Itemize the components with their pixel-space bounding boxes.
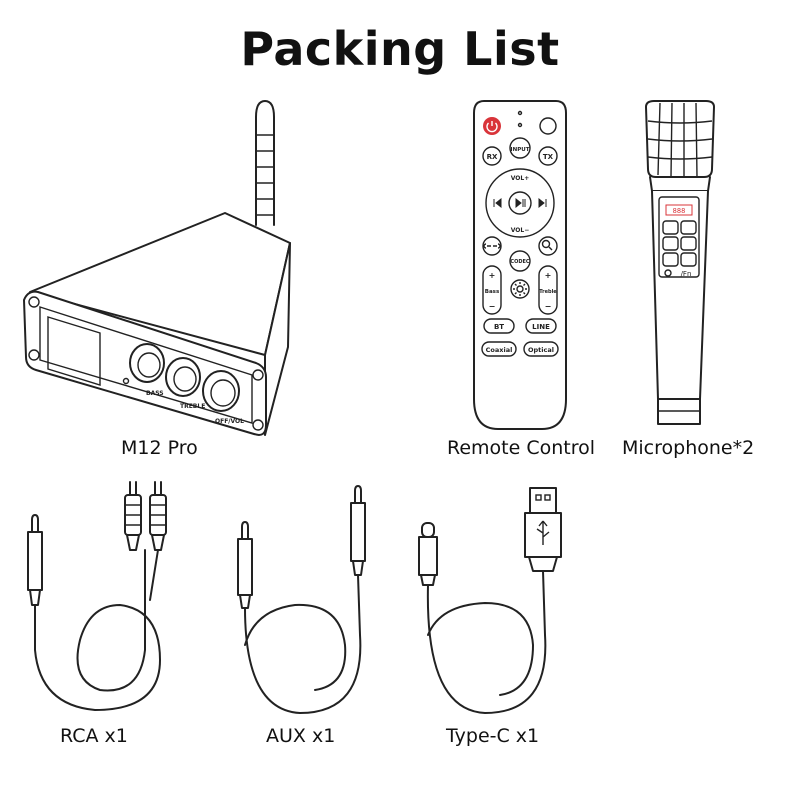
coaxial-button-label: Coaxial [486,346,513,354]
fn-button-label: /Fn [681,270,692,278]
bass-label: Bass [485,289,500,295]
treble-minus-label: − [545,302,552,311]
caption-type-c: Type-C x1 [446,725,540,747]
knob-label-vol: OFF/VOL [215,418,244,425]
vol-up-label: VOL+ [511,175,530,182]
microphone-icon: 888 /Fn [645,100,715,425]
knob-label-bass: BASS [146,390,164,397]
caption-microphone: Microphone*2 [622,437,755,459]
codec-button-label: CODEC [510,259,529,265]
page-title: Packing List [240,22,560,76]
amplifier-icon: BASS TREBLE OFF/VOL [23,100,291,436]
rx-button-label: RX [487,153,498,161]
treble-label: Treble [539,289,557,295]
bass-plus-label: + [489,271,496,280]
bass-minus-label: − [489,302,496,311]
type-c-cable-icon [418,487,562,714]
svg-text:888: 888 [673,207,686,215]
rca-cable-icon [27,481,167,711]
treble-plus-label: + [545,271,552,280]
bt-button-label: BT [494,323,504,331]
caption-amplifier: M12 Pro [121,437,198,459]
mute-button [539,117,557,135]
caption-remote: Remote Control [447,437,596,459]
caption-rca: RCA x1 [60,725,128,747]
caption-aux: AUX x1 [266,725,336,747]
vol-down-label: VOL− [511,227,530,234]
aux-cable-icon [237,485,366,714]
input-button-label: INPUT [511,147,530,153]
line-button-label: LINE [532,323,550,331]
knob-label-treble: TREBLE [180,403,205,410]
optical-button-label: Optical [528,346,554,354]
remote-control-icon: RX INPUT TX VOL+ VOL− CODEC + Bass − + T… [473,100,567,430]
tx-button-label: TX [543,153,554,161]
